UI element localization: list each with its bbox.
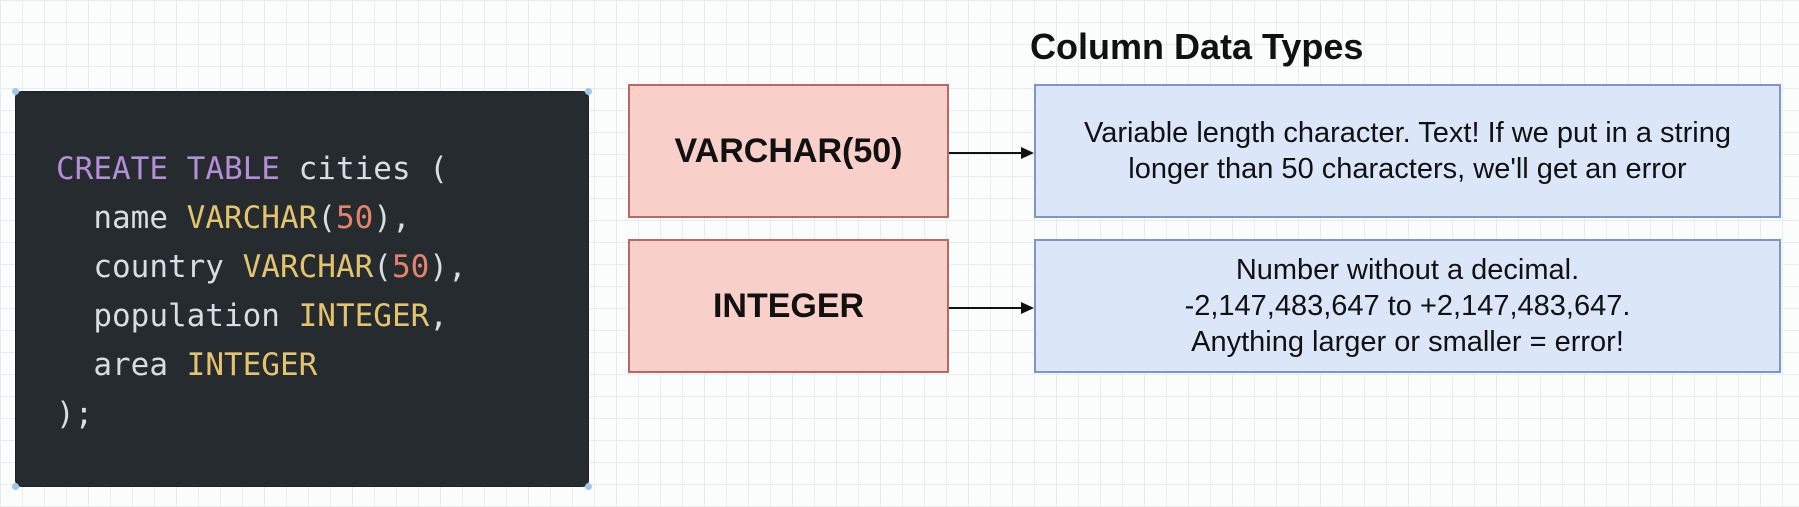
sql-code: CREATE TABLE cities ( name VARCHAR(50), …: [56, 145, 467, 439]
type-length: 50: [335, 200, 374, 236]
paren: (: [373, 249, 392, 285]
selection-handle-top-left[interactable]: [12, 88, 19, 95]
integer-description: Number without a decimal. -2,147,483,647…: [1185, 252, 1631, 360]
code-line-close: );: [56, 396, 94, 432]
paren: ),: [429, 249, 467, 285]
column-type: INTEGER: [186, 347, 318, 383]
code-line-create: CREATE TABLE cities (: [56, 151, 448, 187]
paren: ),: [373, 200, 411, 236]
type-length: 50: [391, 249, 430, 285]
desc-box-varchar: Variable length character. Text! If we p…: [1034, 84, 1781, 218]
code-line-population: population INTEGER,: [56, 298, 448, 334]
code-line-country: country VARCHAR(50),: [56, 249, 467, 285]
varchar-description: Variable length character. Text! If we p…: [1084, 117, 1731, 185]
column-name: country: [56, 249, 243, 285]
column-type: INTEGER: [298, 298, 430, 334]
selection-handle-bottom-left[interactable]: [12, 483, 19, 490]
code-line-name: name VARCHAR(50),: [56, 200, 411, 236]
selection-handle-top-right[interactable]: [585, 88, 592, 95]
type-box-varchar: VARCHAR(50): [628, 84, 949, 218]
arrow-integer: [949, 302, 1034, 314]
integer-description-line: -2,147,483,647 to +2,147,483,647.: [1184, 290, 1631, 322]
integer-description-line: Anything larger or smaller = error!: [1191, 326, 1624, 358]
diagram-title: Column Data Types: [1030, 26, 1364, 67]
column-name: name: [56, 200, 187, 236]
type-box-integer: INTEGER: [628, 239, 949, 373]
keyword-create: CREATE: [56, 151, 168, 187]
paren: (: [317, 200, 336, 236]
code-line-area: area INTEGER: [56, 347, 317, 383]
sql-code-panel: CREATE TABLE cities ( name VARCHAR(50), …: [12, 88, 592, 490]
keyword-table: TABLE: [186, 151, 280, 187]
column-type: VARCHAR: [242, 249, 374, 285]
integer-description-line: Number without a decimal.: [1235, 254, 1580, 286]
desc-box-integer: Number without a decimal. -2,147,483,647…: [1034, 239, 1781, 373]
column-name: population: [56, 298, 299, 334]
table-name: cities (: [279, 151, 448, 187]
comma: ,: [429, 298, 448, 334]
column-name: area: [56, 347, 187, 383]
arrow-varchar: [949, 147, 1034, 159]
column-type: VARCHAR: [186, 200, 318, 236]
selection-handle-bottom-right[interactable]: [585, 483, 592, 490]
